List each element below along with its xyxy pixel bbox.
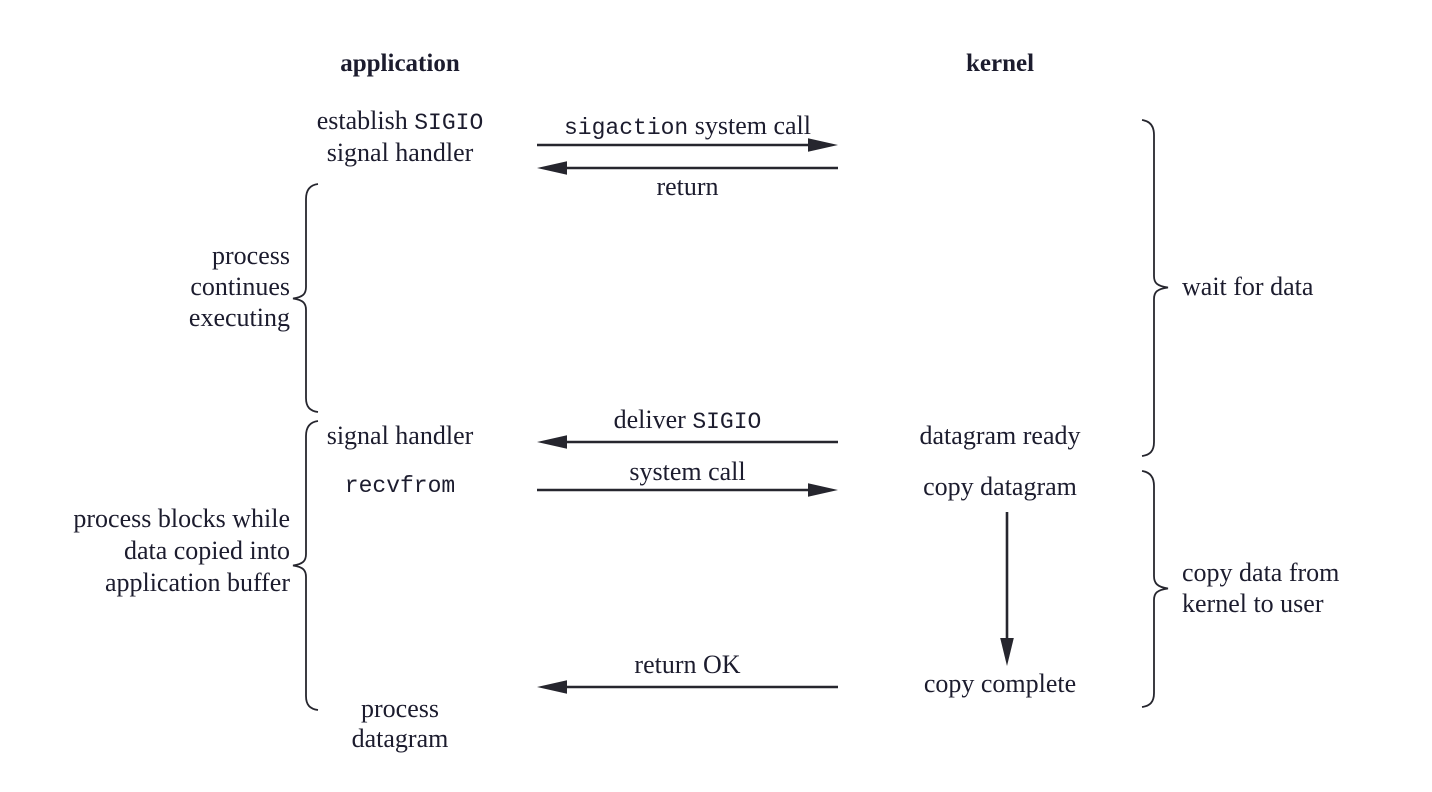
recvfrom-code-label: recvfrom [344,473,456,499]
deliver-sigio-label: deliver SIGIO [537,405,838,437]
return-arrow-left [537,161,838,175]
process-continues-brace [292,183,319,413]
system-call-label: system call [629,457,746,486]
system-call-arrow-right [537,483,838,497]
process-datagram-line2: datagram [351,724,449,753]
process-continues-line1: process [212,241,290,270]
process-continues-line2: continues [190,272,290,301]
deliver-sigio-code-text: SIGIO [692,409,762,435]
process-blocks-line1: process blocks while [73,504,290,533]
deliver-sigio-arrow-left [537,435,838,449]
process-blocks-line3: application buffer [104,568,290,597]
wait-for-data-label: wait for data [1182,272,1314,301]
sigio-code-text: SIGIO [414,110,484,136]
establish-sigio-line1: establish SIGIO [240,106,560,138]
sigaction-system-call-label: sigaction system call [537,111,838,143]
copy-datagram-label: copy datagram [923,472,1077,501]
process-datagram-line1: process [361,694,439,723]
deliver-prefix-text: deliver [613,405,693,434]
copy-complete-label: copy complete [923,669,1077,698]
process-blocks-brace [292,420,319,711]
establish-prefix-text: establish [316,106,415,135]
sigaction-code-text: sigaction [564,115,689,141]
return-ok-arrow-left [537,680,838,694]
return-ok-label: return OK [634,650,741,679]
signal-handler-label: signal handler [326,421,474,450]
copy-data-line1: copy data from [1182,558,1340,587]
process-blocks-label: process blocks while data copied into ap… [40,503,290,599]
copy-progress-arrow-down [1000,512,1014,666]
copy-data-label: copy data from kernel to user [1182,557,1339,619]
sigaction-arrow-right [537,138,838,152]
return-label: return [656,172,719,201]
process-datagram-label: process datagram [240,694,560,754]
kernel-column-header: kernel [965,50,1035,77]
process-blocks-line2: data copied into [123,536,290,565]
process-continues-line3: executing [188,303,290,332]
copy-data-brace [1141,470,1169,708]
datagram-ready-label: datagram ready [919,421,1081,450]
copy-data-line2: kernel to user [1182,589,1324,618]
establish-sigio-label: establish SIGIO signal handler [240,106,560,168]
application-column-header: application [340,50,460,77]
sigaction-suffix-text: system call [688,111,811,140]
wait-for-data-brace [1141,119,1169,457]
process-continues-label: process continues executing [60,240,290,333]
establish-sigio-line2: signal handler [326,138,474,167]
